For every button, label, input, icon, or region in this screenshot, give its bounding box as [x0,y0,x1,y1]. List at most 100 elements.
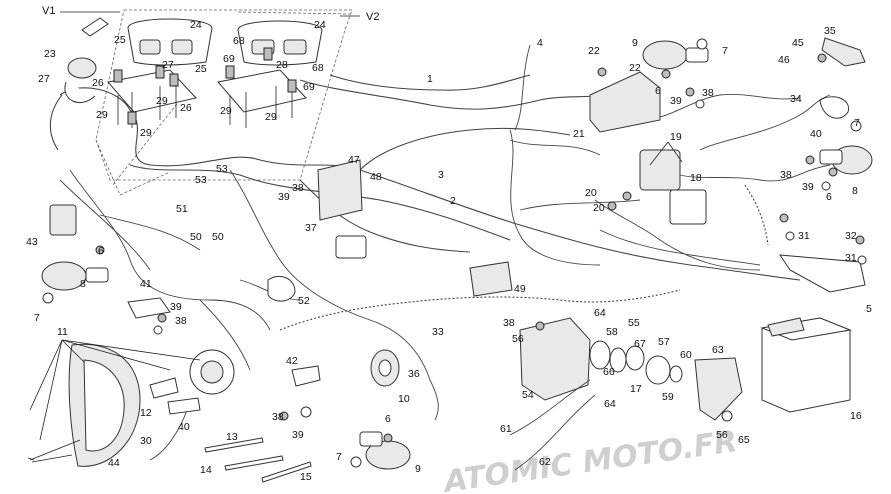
battery [760,317,852,413]
dashboard-v1 [107,18,213,128]
callout-number-c45: 45 [792,37,804,49]
callout-number-c68a: 68 [233,35,245,47]
callout-number-c6d: 6 [385,413,391,425]
callout-number-c38a: 38 [292,182,304,194]
callout-number-c28: 28 [276,59,288,71]
callout-number-c7c: 7 [854,117,860,129]
turn-signal-front-left [41,261,109,291]
callout-number-c11: 11 [57,326,68,338]
callout-number-c46: 46 [778,54,790,66]
starter-relay [267,276,296,302]
control-cables [509,379,596,471]
spiral-wrap-tubing [279,184,769,331]
callout-number-c39d: 39 [802,181,814,193]
callout-number-c38b: 38 [175,315,187,327]
callout-number-c29c: 29 [156,95,168,107]
callout-number-c43: 43 [26,236,38,248]
callout-number-c20a: 20 [585,187,597,199]
callout-number-c7a: 7 [34,312,40,324]
callout-number-c21: 21 [573,128,585,140]
callout-number-c42: 42 [286,355,298,367]
callout-number-c1: 1 [427,73,433,85]
cdi-unit [317,159,367,259]
callout-number-c24a: 24 [190,19,202,31]
callout-number-c44: 44 [108,457,120,469]
callout-number-c15: 15 [300,471,312,483]
callout-number-c6a: 6 [98,245,104,257]
callout-number-c4: 4 [537,37,543,49]
callout-number-c23: 23 [44,48,56,60]
callout-number-c25b: 25 [195,63,207,75]
mounting-brackets [127,297,321,387]
callout-number-c41: 41 [140,278,152,290]
turn-signal-rear-right [819,145,873,175]
headlight-assembly [29,343,235,467]
callout-number-c53a: 53 [216,163,228,175]
callout-number-c56b: 56 [716,429,728,441]
callout-number-c38d: 38 [503,317,515,329]
callout-number-c10: 10 [398,393,410,405]
callout-number-c38c: 38 [272,411,284,423]
view-label-v2: V2 [366,11,379,23]
callout-number-c48: 48 [370,171,382,183]
callout-number-c30: 30 [140,435,152,447]
callout-number-c53b: 53 [195,174,207,186]
callout-number-c9a: 9 [632,37,638,49]
callout-number-c40a: 40 [178,421,190,433]
callout-number-c29a: 29 [96,109,108,121]
callout-number-c12: 12 [140,407,152,419]
callout-number-c22b: 22 [629,62,641,74]
callout-number-c38e: 38 [780,169,792,181]
callout-number-c55: 55 [628,317,640,329]
callout-number-c22a: 22 [588,45,600,57]
callout-number-c64b: 64 [604,398,616,410]
callout-number-c19: 19 [670,131,682,143]
watermark-text: ATOMIC MOTO.FR [440,424,739,494]
callout-number-c29e: 29 [265,111,277,123]
callout-number-c29d: 29 [220,105,232,117]
callout-number-c9b: 9 [415,463,421,475]
callout-number-c59: 59 [662,391,674,403]
callout-number-c36: 36 [408,368,420,380]
callout-number-c63: 63 [712,344,724,356]
callout-number-c39a: 39 [278,191,290,203]
callout-number-c56a: 56 [512,333,524,345]
callout-number-c65: 65 [738,434,750,446]
callout-number-c52: 52 [298,295,310,307]
callout-number-c51: 51 [176,203,188,215]
callout-number-c64a: 64 [594,307,606,319]
callout-leader-lines [27,11,683,461]
callout-number-c5: 5 [866,303,872,315]
callout-number-c50b: 50 [212,231,224,243]
regulator-box [589,71,661,133]
callout-number-c14: 14 [200,464,212,476]
callout-number-c26a: 26 [92,77,104,89]
flasher-relay [469,261,513,297]
callout-number-c39b: 39 [170,301,182,313]
callout-number-c25a: 25 [114,34,126,46]
callout-number-c8b: 8 [852,185,858,197]
callout-number-c27b: 27 [162,59,174,71]
callout-number-c39c: 39 [292,429,304,441]
callout-number-c54: 54 [522,389,534,401]
ignition-switch [49,17,109,151]
callout-number-c32: 32 [845,230,857,242]
callout-number-c69b: 69 [303,81,315,93]
callout-number-c31a: 31 [798,230,810,242]
horn [370,349,400,387]
callout-number-c7d: 7 [336,451,342,463]
callout-number-c34: 34 [790,93,802,105]
callout-number-c2: 2 [450,195,456,207]
callout-number-c8a: 8 [80,278,86,290]
dashboard-v2 [217,20,323,128]
callout-number-c69a: 69 [223,53,235,65]
callout-number-c47: 47 [348,154,360,166]
callout-number-c29b: 29 [140,127,152,139]
callout-number-c17: 17 [630,383,642,395]
callout-number-c66: 66 [603,366,615,378]
view-label-v1: V1 [42,5,55,17]
callout-number-c18: 18 [690,172,702,184]
callout-number-c16: 16 [850,410,862,422]
